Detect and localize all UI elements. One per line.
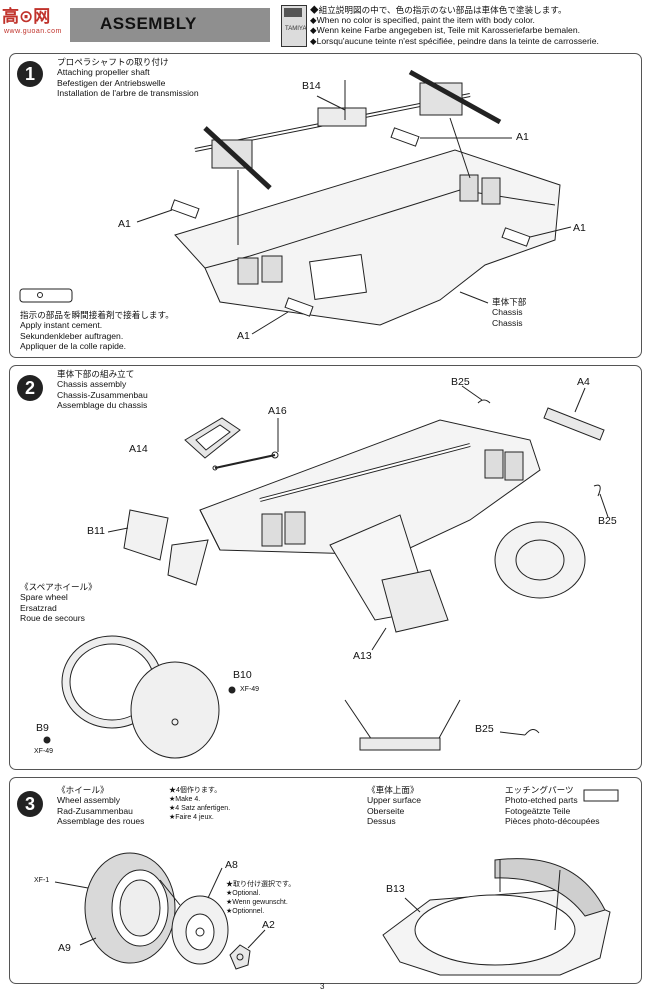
cement-note-de: Sekundenkleber auftragen. (20, 330, 124, 341)
wheel-title-ja: 《ホイール》 (57, 785, 109, 795)
step2-title-fr: Assemblage du chassis (57, 400, 148, 411)
part-a14-label: A14 (129, 443, 148, 455)
step1-title-ja: プロペラシャフトの取り付け (57, 57, 169, 67)
cement-note-en: Apply instant cement. (20, 320, 103, 331)
cement-note-fr: Appliquer de la colle rapide. (20, 341, 127, 352)
paint-xf49-b9: XF-49 (34, 748, 54, 755)
upper-en: Upper surface (367, 795, 421, 806)
wheel-assembly-title: 《ホイール》 Wheel assembly Rad-Zusammenbau As… (57, 785, 144, 827)
step3-number: 3 (17, 791, 43, 817)
page-number: 3 (320, 982, 325, 991)
spare-wheel-de: Ersatzrad (20, 602, 57, 613)
part-b13-label: B13 (386, 883, 405, 895)
make4-fr: ★Faire 4 jeux. (169, 814, 214, 821)
make4-ja: ★4個作ります。 (169, 787, 222, 794)
optional-en: ★Optional. (226, 890, 261, 897)
chassis-label-ja: 車体下部 (492, 297, 527, 307)
upper-de: Oberseite (367, 805, 405, 816)
part-a1-left-label: A1 (118, 218, 131, 230)
step1-title-fr: Installation de l'arbre de transmission (57, 88, 199, 99)
make4-en: ★Make 4. (169, 796, 201, 803)
spare-wheel-ja: 《スペアホイール》 (20, 582, 97, 592)
spare-wheel-en: Spare wheel (20, 592, 68, 603)
note-ja: ◆組立説明図の中で、色の指示のない部品は車体色で塗装します。 (310, 5, 567, 15)
chassis-label: 車体下部 Chassis Chassis (492, 297, 526, 328)
paint-xf1: XF-1 (34, 877, 50, 884)
part-a1-right-top-label: A1 (516, 131, 529, 143)
step2-title: 車体下部の組み立て Chassis assembly Chassis-Zusam… (57, 369, 148, 411)
chassis-label-en: Chassis (492, 307, 523, 318)
part-b10-label: B10 (233, 669, 252, 681)
note-en: ◆When no color is specified, paint the i… (310, 15, 535, 26)
paint-bottle-cap (284, 8, 302, 17)
watermark-url: www.guoan.com (4, 28, 62, 35)
optional-fr: ★Optionnel. (226, 908, 265, 915)
optional-ja: ★取り付け選択です。 (226, 881, 296, 888)
part-a4-label: A4 (577, 376, 590, 388)
step2-title-ja: 車体下部の組み立て (57, 369, 135, 379)
step2-panel (9, 365, 642, 770)
part-a9-label: A9 (58, 942, 71, 954)
optional-note: ★取り付け選択です。 ★Optional. ★Wenn gewunscht. ★… (226, 880, 295, 916)
spare-wheel-fr: Roue de secours (20, 613, 85, 624)
upper-ja: 《車体上面》 (367, 785, 419, 795)
part-b25-top-label: B25 (451, 376, 470, 388)
part-a8-label: A8 (225, 859, 238, 871)
etching-fr: Pièces photo-découpées (505, 816, 600, 827)
watermark-logo: 高⊙网 (2, 7, 51, 27)
step1-title-de: Befestigen der Antriebswelle (57, 77, 166, 88)
part-a2-label: A2 (262, 919, 275, 931)
part-b25-right-label: B25 (598, 515, 617, 527)
step2-title-en: Chassis assembly (57, 379, 127, 390)
spare-wheel-title: 《スペアホイール》 Spare wheel Ersatzrad Roue de … (20, 582, 97, 624)
chassis-label-de: Chassis (492, 317, 523, 328)
header-bar (70, 8, 270, 42)
part-b11-label: B11 (87, 525, 105, 537)
page-title: ASSEMBLY (100, 14, 197, 33)
step1-title: プロペラシャフトの取り付け Attaching propeller shaft … (57, 57, 199, 99)
part-b25-bottom-label: B25 (475, 723, 494, 735)
step1-number: 1 (17, 61, 43, 87)
photo-etched-title: エッチングパーツ Photo-etched parts Fotogeätzte … (505, 785, 600, 827)
paint-bottle-label: TAMIYA (285, 26, 307, 32)
paint-xf49-b10: XF-49 (240, 686, 260, 693)
wheel-title-de: Rad-Zusammenbau (57, 805, 133, 816)
upper-surface-title: 《車体上面》 Upper surface Oberseite Dessus (367, 785, 421, 827)
etching-ja: エッチングパーツ (505, 785, 574, 795)
etching-en: Photo-etched parts (505, 795, 578, 806)
etching-de: Fotogeätzte Teile (505, 805, 571, 816)
part-a13-label: A13 (353, 650, 372, 662)
make4-de: ★4 Satz anfertigen. (169, 805, 231, 812)
note-de: ◆Wenn keine Farbe angegeben ist, Teile m… (310, 25, 580, 36)
note-fr: ◆Lorsqu'aucune teinte n'est spécifiée, p… (310, 35, 599, 46)
wheel-title-fr: Assemblage des roues (57, 816, 145, 827)
part-a1-right-label: A1 (573, 222, 586, 234)
part-b9-label: B9 (36, 722, 49, 734)
upper-fr: Dessus (367, 816, 396, 827)
part-b14-label: B14 (302, 80, 321, 92)
step2-title-de: Chassis-Zusammenbau (57, 389, 148, 400)
cement-note: 指示の部品を瞬間接着剤で接着します。 Apply instant cement.… (20, 310, 174, 352)
paint-notes: ◆組立説明図の中で、色の指示のない部品は車体色で塗装します。 ◆When no … (310, 5, 599, 46)
part-a16-label: A16 (268, 405, 287, 417)
optional-de: ★Wenn gewunscht. (226, 899, 288, 906)
make-four-note: ★4個作ります。 ★Make 4. ★4 Satz anfertigen. ★F… (169, 786, 230, 822)
wheel-title-en: Wheel assembly (57, 795, 121, 806)
cement-note-ja: 指示の部品を瞬間接着剤で接着します。 (20, 310, 174, 320)
step1-title-en: Attaching propeller shaft (57, 67, 150, 78)
part-a1-bottom-label: A1 (237, 330, 250, 342)
step2-number: 2 (17, 375, 43, 401)
